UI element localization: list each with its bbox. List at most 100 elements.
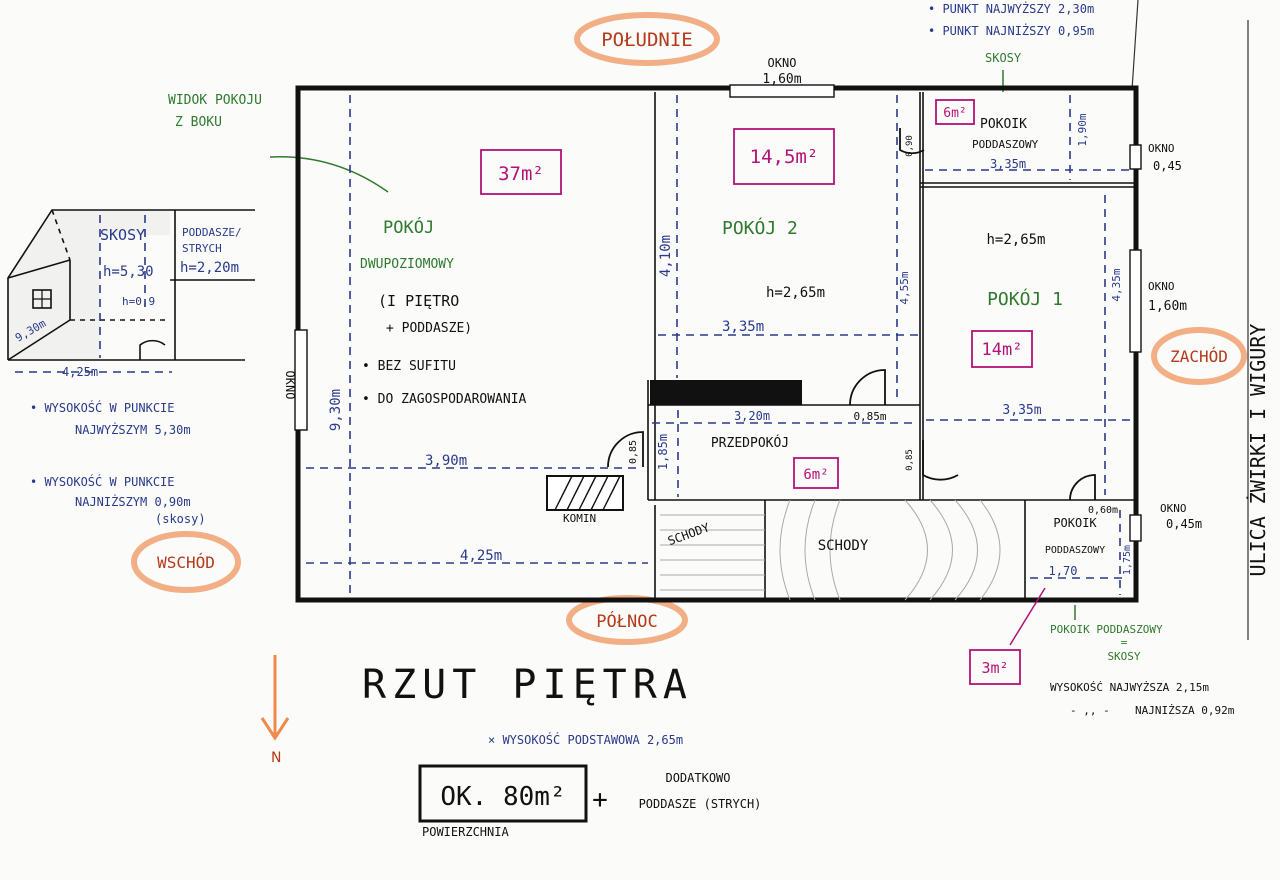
big-room-area-box bbox=[480, 149, 562, 195]
hall-area-box bbox=[793, 457, 839, 489]
hall-door-side: 0,85 bbox=[905, 449, 915, 471]
attic-top-dim-h: 1,90m bbox=[1076, 113, 1089, 146]
room2-height: h=2,65m bbox=[766, 285, 825, 301]
window-rt-size: 0,45 bbox=[1153, 159, 1182, 173]
attic-low-label-1: POKOIK PODDASZOWY bbox=[1050, 623, 1163, 636]
stairs bbox=[660, 499, 1001, 601]
window-rl-size: 0,45m bbox=[1166, 517, 1202, 531]
note-1b: NAJWYŻSZYM 5,30m bbox=[75, 422, 191, 437]
side-attic-1: PODDASZE/ bbox=[182, 226, 242, 239]
room2-area-box bbox=[733, 128, 835, 185]
side-h-main: h=5,30 bbox=[103, 264, 154, 280]
window-top-size: 1,60m bbox=[762, 72, 801, 87]
window-rm-size: 1,60m bbox=[1148, 299, 1187, 314]
dimension-lines bbox=[306, 95, 1130, 595]
attic-low-dim-h: 1,75m bbox=[1122, 545, 1133, 575]
doors bbox=[607, 128, 1096, 501]
note-leader-line bbox=[1131, 0, 1139, 91]
west-label: ZACHÓD bbox=[1170, 347, 1228, 366]
big-room-area: 37m² bbox=[498, 163, 544, 185]
hall-name: PRZEDPOKÓJ bbox=[711, 435, 789, 451]
hall-area: 6m² bbox=[803, 467, 828, 483]
total-area-box bbox=[418, 764, 588, 823]
south-ring bbox=[574, 12, 720, 66]
attic-low-name-1: POKOIK bbox=[1053, 516, 1097, 530]
big-room-door: 0,85 bbox=[628, 440, 639, 464]
north-label: PÓŁNOC bbox=[596, 610, 657, 632]
side-h-low: h=0,9 bbox=[122, 295, 155, 308]
attic-low-label-3: SKOSY bbox=[1107, 650, 1140, 663]
side-view-pointer bbox=[269, 156, 389, 193]
side-attic-2: STRYCH bbox=[182, 242, 222, 255]
attic-low-area: 3m² bbox=[981, 659, 1008, 677]
attic-top-name-1: POKOIK bbox=[980, 117, 1027, 132]
plus-sign: + bbox=[592, 785, 608, 815]
south-label: POŁUDNIE bbox=[601, 29, 693, 51]
street-name: ULICA ŻWIRKI I WIGURY bbox=[1246, 324, 1270, 577]
big-room-bullet-1: • BEZ SUFITU bbox=[362, 359, 456, 374]
note-1a: • WYSOKOŚĆ W PUNKCIE bbox=[30, 400, 175, 415]
plan-title: RZUT PIĘTRA bbox=[362, 662, 693, 708]
west-ring bbox=[1151, 327, 1247, 385]
stairs-label-1: SCHODY bbox=[666, 520, 712, 548]
chimney-hatch bbox=[554, 475, 621, 511]
window-rt-label: OKNO bbox=[1148, 142, 1175, 155]
room1-height: h=2,65m bbox=[986, 232, 1045, 248]
attic-top-dim-w: 3,35m bbox=[990, 157, 1026, 171]
attic-top-door: 0,90 bbox=[905, 135, 915, 157]
window-rl-label: OKNO bbox=[1160, 502, 1187, 515]
east-label: WSCHÓD bbox=[157, 553, 215, 572]
room2-dim-h: 4,10m bbox=[658, 235, 674, 277]
side-width: 4,25m bbox=[62, 365, 98, 379]
side-skosy: SKOSY bbox=[100, 226, 145, 244]
big-room-name-3: (I PIĘTRO bbox=[378, 292, 459, 310]
side-view-sketch bbox=[7, 209, 255, 373]
standard-height: × WYSOKOŚĆ PODSTAWOWA 2,65m bbox=[488, 732, 683, 747]
attic-low-door: 0,60m bbox=[1088, 505, 1118, 516]
hall-dim-h: 1,85m bbox=[656, 434, 670, 470]
chimney bbox=[546, 475, 624, 511]
chimney-label: KOMIN bbox=[563, 512, 596, 525]
note-2c: (skosy) bbox=[155, 512, 206, 526]
windows bbox=[294, 84, 1142, 542]
window-top-label: OKNO bbox=[768, 56, 797, 70]
side-h-attic: h=2,20m bbox=[180, 260, 239, 276]
room2-area: 14,5m² bbox=[750, 146, 819, 168]
big-room-dim-h: 9,30m bbox=[328, 389, 344, 431]
hall-dim-w: 3,20m bbox=[734, 409, 770, 423]
note-skosy: SKOSY bbox=[985, 51, 1022, 65]
note-lowest: • PUNKT NAJNIŻSZY 0,95m bbox=[928, 23, 1094, 38]
note-2b: NAJNIŻSZYM 0,90m bbox=[75, 494, 191, 509]
window-left-label: OKNO bbox=[283, 371, 297, 400]
attic-low-area-box bbox=[969, 649, 1021, 685]
big-room-bullet-2: • DO ZAGOSPODAROWANIA bbox=[362, 392, 527, 407]
big-room-name-4: + PODDASZE) bbox=[386, 321, 472, 336]
attic-low-height-lo: NAJNIŻSZA 0,92m bbox=[1135, 704, 1235, 717]
room1-area: 14m² bbox=[982, 340, 1023, 360]
side-view-title-2: Z BOKU bbox=[175, 115, 222, 130]
attic-low-dim-w: 1,70 bbox=[1049, 564, 1078, 578]
total-area-label: POWIERZCHNIA bbox=[422, 825, 509, 839]
room2-name: POKÓJ 2 bbox=[722, 217, 798, 239]
window-rm-label: OKNO bbox=[1148, 280, 1175, 293]
stairs-label-2: SCHODY bbox=[818, 538, 869, 554]
attic-top-area: 6m² bbox=[943, 106, 966, 121]
big-room-dim-w1: 3,90m bbox=[425, 453, 467, 469]
room1-area-box bbox=[971, 330, 1033, 368]
room2-dim-h2: 4,55m bbox=[898, 271, 911, 304]
big-room-name-2: DWUPOZIOMOWY bbox=[360, 257, 454, 272]
hall-door-w: 0,85m bbox=[853, 410, 886, 423]
room2-dim-w: 3,35m bbox=[722, 319, 764, 335]
room1-dim-h: 4,35m bbox=[1110, 268, 1123, 301]
extra-1: DODATKOWO bbox=[665, 771, 730, 785]
side-view-title-1: WIDOK POKOJU bbox=[168, 93, 262, 108]
east-ring bbox=[131, 531, 241, 593]
attic-top-area-box bbox=[935, 99, 975, 125]
attic-low-label-2: = bbox=[1121, 636, 1128, 649]
inner-walls bbox=[647, 92, 1136, 600]
extra-2: PODDASZE (STRYCH) bbox=[639, 797, 762, 811]
attic-low-height-dash: - ,, - bbox=[1070, 704, 1110, 717]
big-room-dim-w2: 4,25m bbox=[460, 548, 502, 564]
total-area: OK. 80m² bbox=[440, 782, 565, 812]
